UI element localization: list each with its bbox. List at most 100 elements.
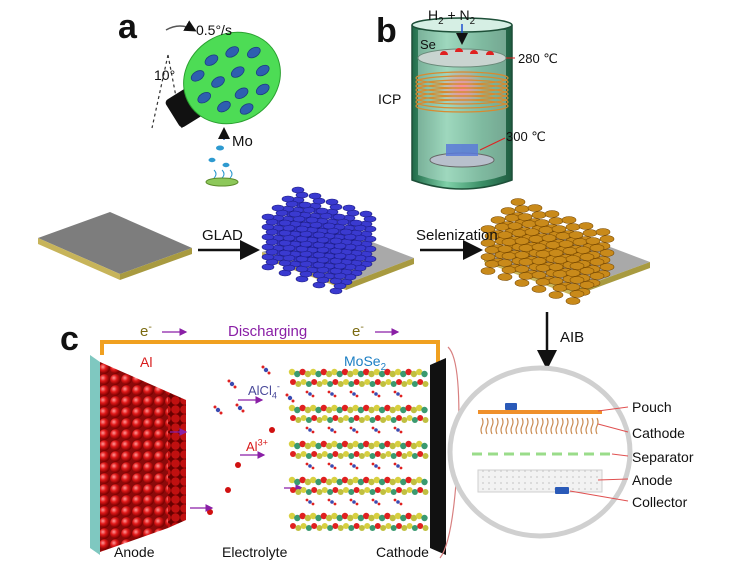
mose2-atom [341, 404, 349, 412]
mose2-atom [421, 370, 428, 378]
mose2-atom [316, 453, 323, 459]
intercalated-ion [308, 392, 312, 396]
mose2-atom [389, 370, 396, 378]
mose2-disk [548, 277, 564, 285]
mose2-disk [480, 225, 496, 233]
mose2-atom [315, 478, 322, 486]
intercalated-ion [327, 462, 331, 466]
mose2-atom [364, 379, 371, 385]
panel-label-a: a [118, 8, 137, 46]
mo-helix-coil [291, 186, 305, 194]
mose2-atom [332, 379, 339, 385]
mose2-atom [378, 442, 386, 450]
mo-helix-coil [349, 219, 363, 227]
pouch-cathode-strand [595, 417, 599, 435]
mose2-atom [384, 368, 391, 376]
mose2-atom [358, 417, 365, 423]
mose2-atom [390, 489, 397, 495]
alcl4-ion [235, 403, 239, 407]
mose2-atom [321, 523, 328, 529]
mose2-atom [299, 440, 306, 448]
mose2-atom [378, 478, 386, 486]
alcl4-ion [285, 393, 289, 397]
mose2-label: MoSe2 [344, 354, 386, 372]
mose2-disk [511, 229, 527, 237]
mose2-atom [325, 406, 333, 414]
mose2-atom [394, 368, 402, 376]
mose2-atom [411, 417, 418, 423]
mose2-atom [347, 442, 354, 450]
pouch-cell [447, 365, 633, 539]
pouch-cathode-strand [490, 417, 494, 435]
mose2-atom [373, 404, 380, 412]
mose2-atom [369, 417, 376, 423]
mose2-disk [514, 237, 530, 245]
mose2-disk [510, 198, 526, 206]
mose2-atom [352, 368, 359, 376]
mo-helix-coil [315, 207, 329, 215]
mose2-atom [353, 379, 360, 385]
intercalated-ion [355, 502, 359, 506]
mose2-disk [484, 246, 500, 254]
mose2-atom [400, 406, 407, 414]
pouch-cathode-strand [500, 417, 504, 435]
mose2-atom [394, 440, 402, 448]
mose2-disk [548, 217, 564, 225]
mose2-atom [422, 489, 429, 495]
mose2-atom [327, 381, 334, 387]
mo-disk [204, 54, 219, 66]
mose2-disk [534, 219, 550, 227]
mose2-atom [288, 476, 296, 484]
mose2-disk [565, 283, 581, 291]
mose2-atom [294, 478, 301, 486]
mose2-atom [369, 453, 376, 459]
al3-label: Al3+ [246, 438, 268, 453]
mose2-atom [304, 514, 312, 522]
discharging-label: Discharging [228, 323, 308, 340]
mose2-atom [384, 404, 391, 412]
mose2-atom [294, 442, 301, 450]
mose2-atom [300, 451, 307, 457]
intercalated-ion [371, 426, 375, 430]
intercalated-ion [393, 498, 397, 502]
mose2-atom [410, 514, 418, 522]
electron-right-label: e- [352, 322, 364, 339]
mo-disk [255, 64, 270, 77]
mose2-atom [305, 417, 312, 423]
mose2-disk [490, 216, 506, 224]
intercalated-ion [330, 428, 334, 432]
mose2-disk [548, 249, 564, 257]
mose2-atom [358, 489, 365, 495]
mo-disk [255, 83, 270, 96]
mose2-atom [416, 440, 423, 448]
mose2-atom [417, 415, 424, 421]
pouch-cathode-strand [545, 417, 549, 435]
mose2-substrate [480, 198, 650, 305]
mose2-atom [373, 368, 380, 376]
mose2-atom [384, 512, 391, 520]
mose2-disk [569, 262, 585, 270]
pouch-cathode-strand [525, 417, 529, 435]
flow-arrows [198, 240, 557, 370]
alcl4-ion [267, 371, 271, 375]
mose2-atom [380, 489, 387, 495]
intercalated-ion [352, 428, 356, 432]
al-metal-label: Al [140, 354, 153, 370]
mose2-atom [332, 487, 339, 493]
mose2-atom [295, 381, 302, 387]
mose2-disk [531, 257, 547, 265]
intercalated-ion [355, 430, 359, 434]
mose2-atom [327, 525, 334, 531]
mose2-atom [347, 514, 354, 522]
al3-ion [235, 462, 241, 468]
mose2-disk [558, 240, 574, 248]
mose2-atom [299, 476, 306, 484]
alcl4-ion [219, 411, 223, 415]
mose2-atom [352, 476, 359, 484]
mo-helix-coil [281, 195, 295, 203]
intercalated-ion [399, 430, 403, 434]
electron-left-charge: - [148, 321, 152, 333]
pouch-cathode-strand [565, 417, 569, 435]
mose2-atom [410, 478, 418, 486]
mose2-atom [320, 512, 327, 520]
